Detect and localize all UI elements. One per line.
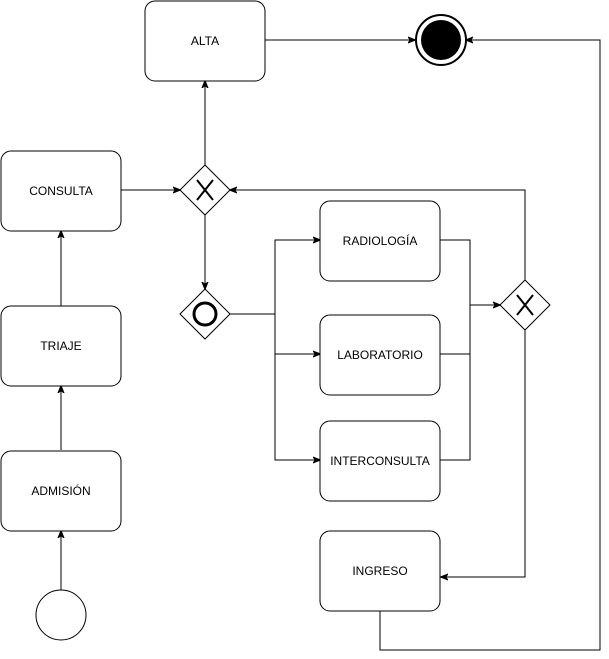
flow-split-interconsulta [274, 354, 320, 460]
task-admision-label: ADMISIÓN [31, 483, 90, 498]
circle-icon [192, 301, 218, 327]
task-laboratorio[interactable]: LABORATORIO [319, 314, 441, 396]
task-admision[interactable]: ADMISIÓN [0, 450, 122, 532]
end-event [415, 14, 467, 66]
flow-interconsulta-merge [440, 354, 471, 461]
flow-split-radiologia [230, 240, 320, 315]
task-laboratorio-label: LABORATORIO [337, 348, 423, 362]
task-alta[interactable]: ALTA [144, 0, 266, 82]
inclusive-gateway-split[interactable] [179, 288, 231, 340]
task-alta-label: ALTA [191, 34, 219, 48]
task-interconsulta[interactable]: INTERCONSULTA [319, 420, 441, 502]
task-consulta-label: CONSULTA [29, 184, 93, 198]
exclusive-gateway-merge[interactable] [499, 279, 551, 331]
x-icon [516, 294, 534, 316]
exclusive-gateway-top[interactable] [179, 164, 231, 216]
flow-merge-ingreso [441, 330, 526, 577]
task-ingreso[interactable]: INGRESO [319, 530, 441, 612]
x-icon [196, 179, 214, 201]
flow-split-laboratorio [274, 314, 320, 354]
task-triaje[interactable]: TRIAJE [0, 305, 122, 387]
task-radiologia[interactable]: RADIOLOGÍA [319, 200, 441, 282]
task-radiologia-label: RADIOLOGÍA [343, 233, 418, 248]
task-interconsulta-label: INTERCONSULTA [330, 454, 430, 468]
flow-radiologia-merge [440, 239, 500, 305]
flow-edges [61, 40, 601, 651]
task-triaje-label: TRIAJE [40, 339, 81, 353]
task-ingreso-label: INGRESO [352, 564, 407, 578]
flow-merge-gateway [230, 190, 526, 280]
flow-laboratorio-merge [440, 305, 471, 355]
flow-ingreso-end [379, 40, 601, 651]
start-event [35, 589, 87, 641]
task-consulta[interactable]: CONSULTA [0, 150, 122, 232]
